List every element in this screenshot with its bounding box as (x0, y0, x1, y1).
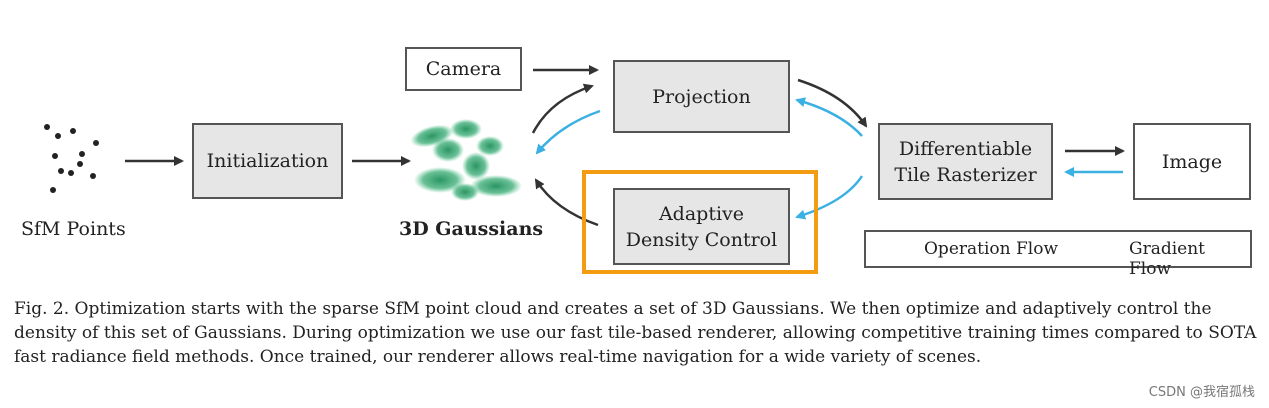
gaussians-label: 3D Gaussians (399, 218, 544, 240)
operation-arrows (125, 65, 1125, 227)
camera-box: Camera (405, 47, 522, 91)
image-box: Image (1133, 123, 1251, 200)
adaptive-label-line1: Adaptive (658, 202, 745, 225)
camera-label: Camera (425, 58, 502, 80)
adaptive-density-control-box: Adaptive Density Control (613, 188, 790, 265)
image-label: Image (1161, 150, 1223, 173)
rasterizer-label-line2: Tile Rasterizer (894, 163, 1037, 186)
sfm-points-label: SfM Points (21, 218, 126, 240)
rasterizer-box: Differentiable Tile Rasterizer (878, 123, 1053, 200)
adaptive-density-highlight (582, 170, 818, 274)
initialization-box: Initialization (192, 123, 343, 199)
figure-caption: Fig. 2. Optimization starts with the spa… (14, 299, 1257, 367)
projection-label: Projection (652, 85, 751, 108)
initialization-label: Initialization (206, 150, 329, 172)
legend: Operation Flow Gradient Flow (864, 230, 1252, 279)
adaptive-label-line2: Density Control (625, 228, 778, 251)
watermark: CSDN @我宿孤栈 (1148, 385, 1255, 400)
sfm-point-cloud (44, 124, 99, 193)
legend-operation-label: Operation Flow (924, 239, 1059, 259)
legend-gradient-label: Gradient Flow (1129, 239, 1206, 279)
gradient-arrows (535, 97, 1123, 220)
gaussians-cluster (410, 119, 522, 201)
rasterizer-label-line1: Differentiable (898, 137, 1033, 160)
projection-box: Projection (613, 60, 790, 133)
